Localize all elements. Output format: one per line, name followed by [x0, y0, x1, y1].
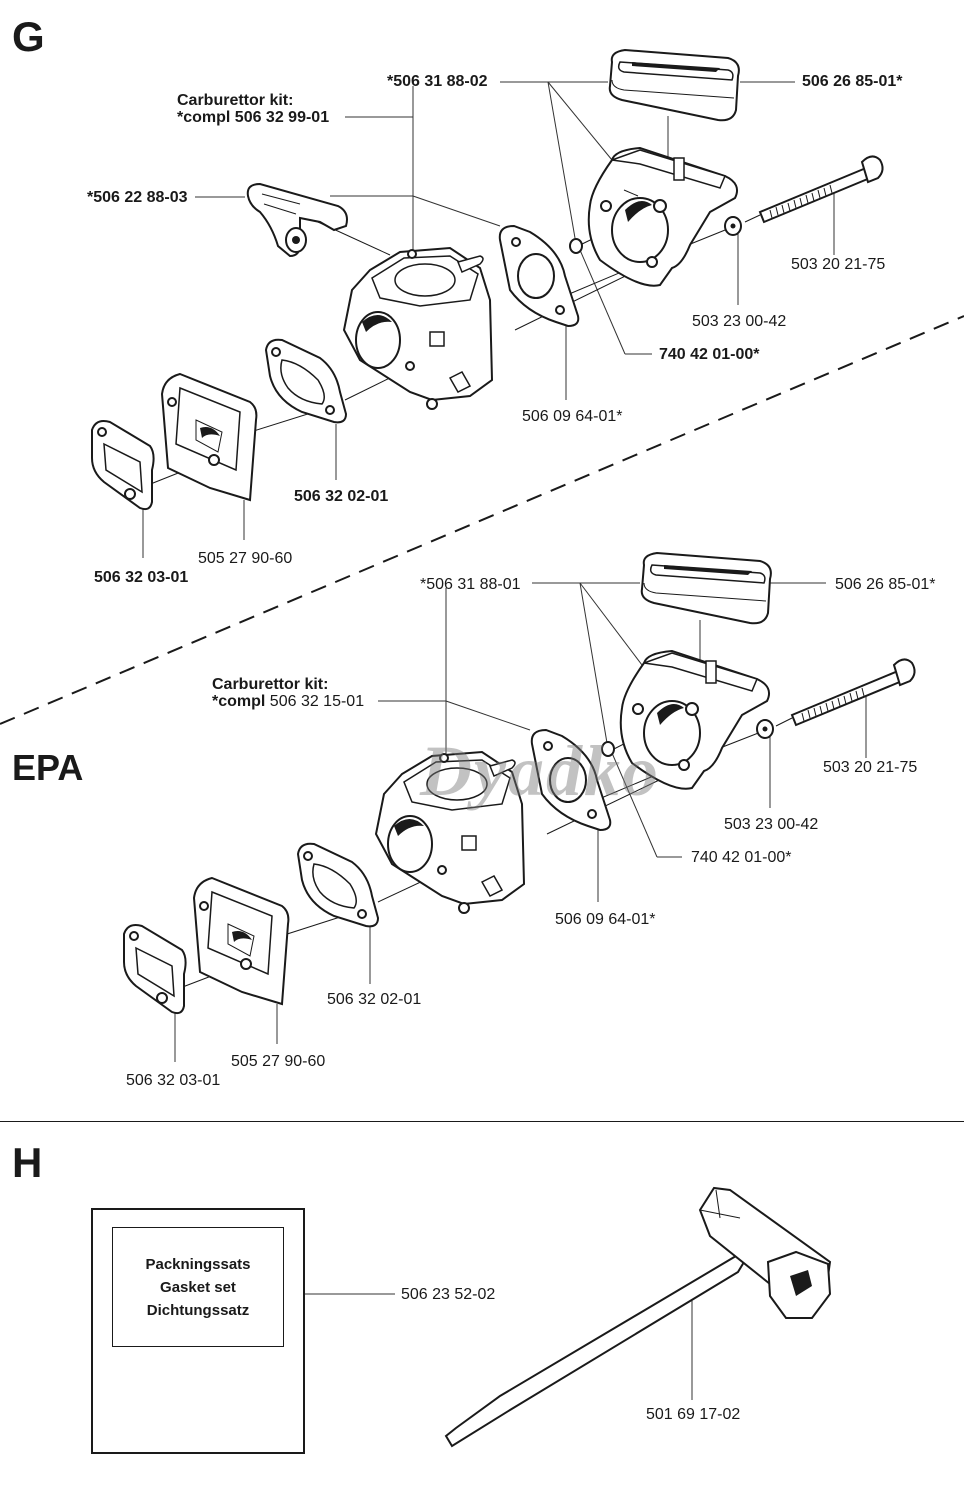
epa-oring-part: 740 42 01-00* [691, 849, 792, 866]
section-separator-dashed [0, 315, 964, 725]
g-rubber-boot [608, 48, 740, 122]
g-gasket-right [498, 224, 580, 328]
epa-intake-flange-part: *506 31 88-01 [420, 576, 521, 593]
epa-bolt [790, 658, 916, 727]
g-elbow-part: *506 22 88-03 [87, 189, 188, 206]
section-letter-epa: EPA [12, 747, 84, 788]
g-washer-part: 503 23 00-42 [692, 313, 787, 330]
g-bolt [758, 155, 884, 224]
epa-gasket-left-part: 506 32 03-01 [126, 1072, 221, 1089]
epa-carb-kit-line: *compl 506 32 15-01 [212, 694, 364, 710]
epa-o-ring [601, 741, 615, 757]
g-gasket-right-part: 506 09 64-01* [522, 408, 623, 425]
section-letter-h: H [12, 1139, 43, 1186]
epa-gasket-mid [296, 842, 380, 928]
h-combination-spanner-tool [444, 1186, 832, 1448]
g-oring-part: 740 42 01-00* [659, 346, 760, 363]
g-carb-kit-part: *compl 506 32 99-01 [177, 109, 330, 126]
g-gasket-mid [264, 338, 348, 424]
epa-rubber-boot [640, 551, 772, 625]
epa-carb-kit-title: Carburettor kit: [212, 676, 329, 693]
g-elbow [246, 182, 348, 258]
g-spacer [160, 372, 258, 502]
gasket-set-label-english: Gasket set [160, 1278, 236, 1296]
section-letter-g: G [12, 13, 45, 60]
tool-part: 501 69 17-02 [646, 1406, 741, 1423]
epa-spacer [192, 876, 290, 1006]
epa-gasket-right [530, 728, 612, 832]
epa-carb-kit-part: 506 32 15-01 [269, 693, 365, 710]
epa-spacer-part: 505 27 90-60 [231, 1053, 326, 1070]
g-intake-flange [587, 146, 738, 287]
g-o-ring [569, 238, 583, 254]
g-rubber-boot-part: 506 26 85-01* [802, 73, 903, 90]
g-washer [724, 216, 742, 236]
gasket-set-part: 506 23 52-02 [401, 1286, 496, 1303]
watermark: Dyadko [420, 731, 660, 811]
g-spacer-part: 505 27 90-60 [198, 550, 293, 567]
epa-carburettor [374, 750, 526, 914]
epa-gasket-left [123, 924, 187, 1015]
g-gasket-mid-part: 506 32 02-01 [294, 488, 389, 505]
g-gasket-left [91, 420, 155, 511]
g-intake-flange-part: *506 31 88-02 [387, 73, 488, 90]
epa-washer [756, 719, 774, 739]
epa-bolt-part: 503 20 21-75 [823, 759, 918, 776]
gasket-set-label-swedish: Packningssats [145, 1255, 251, 1273]
epa-carb-kit-prefix: *compl [212, 693, 266, 710]
gasket-set-label-german: Dichtungssatz [146, 1301, 250, 1319]
g-gasket-left-part: 506 32 03-01 [94, 569, 189, 586]
g-carb-kit-title: Carburettor kit: [177, 92, 294, 109]
epa-gasket-mid-part: 506 32 02-01 [327, 991, 422, 1008]
epa-washer-part: 503 23 00-42 [724, 816, 819, 833]
g-bolt-part: 503 20 21-75 [791, 256, 886, 273]
section-divider [0, 1121, 964, 1122]
gasket-set-label: Packningssats Gasket set Dichtungssatz [112, 1227, 284, 1347]
epa-rubber-boot-part: 506 26 85-01* [835, 576, 936, 593]
g-carburettor [342, 246, 494, 410]
epa-gasket-right-part: 506 09 64-01* [555, 911, 656, 928]
epa-intake-flange [619, 649, 770, 790]
gasket-set-package [91, 1208, 305, 1454]
